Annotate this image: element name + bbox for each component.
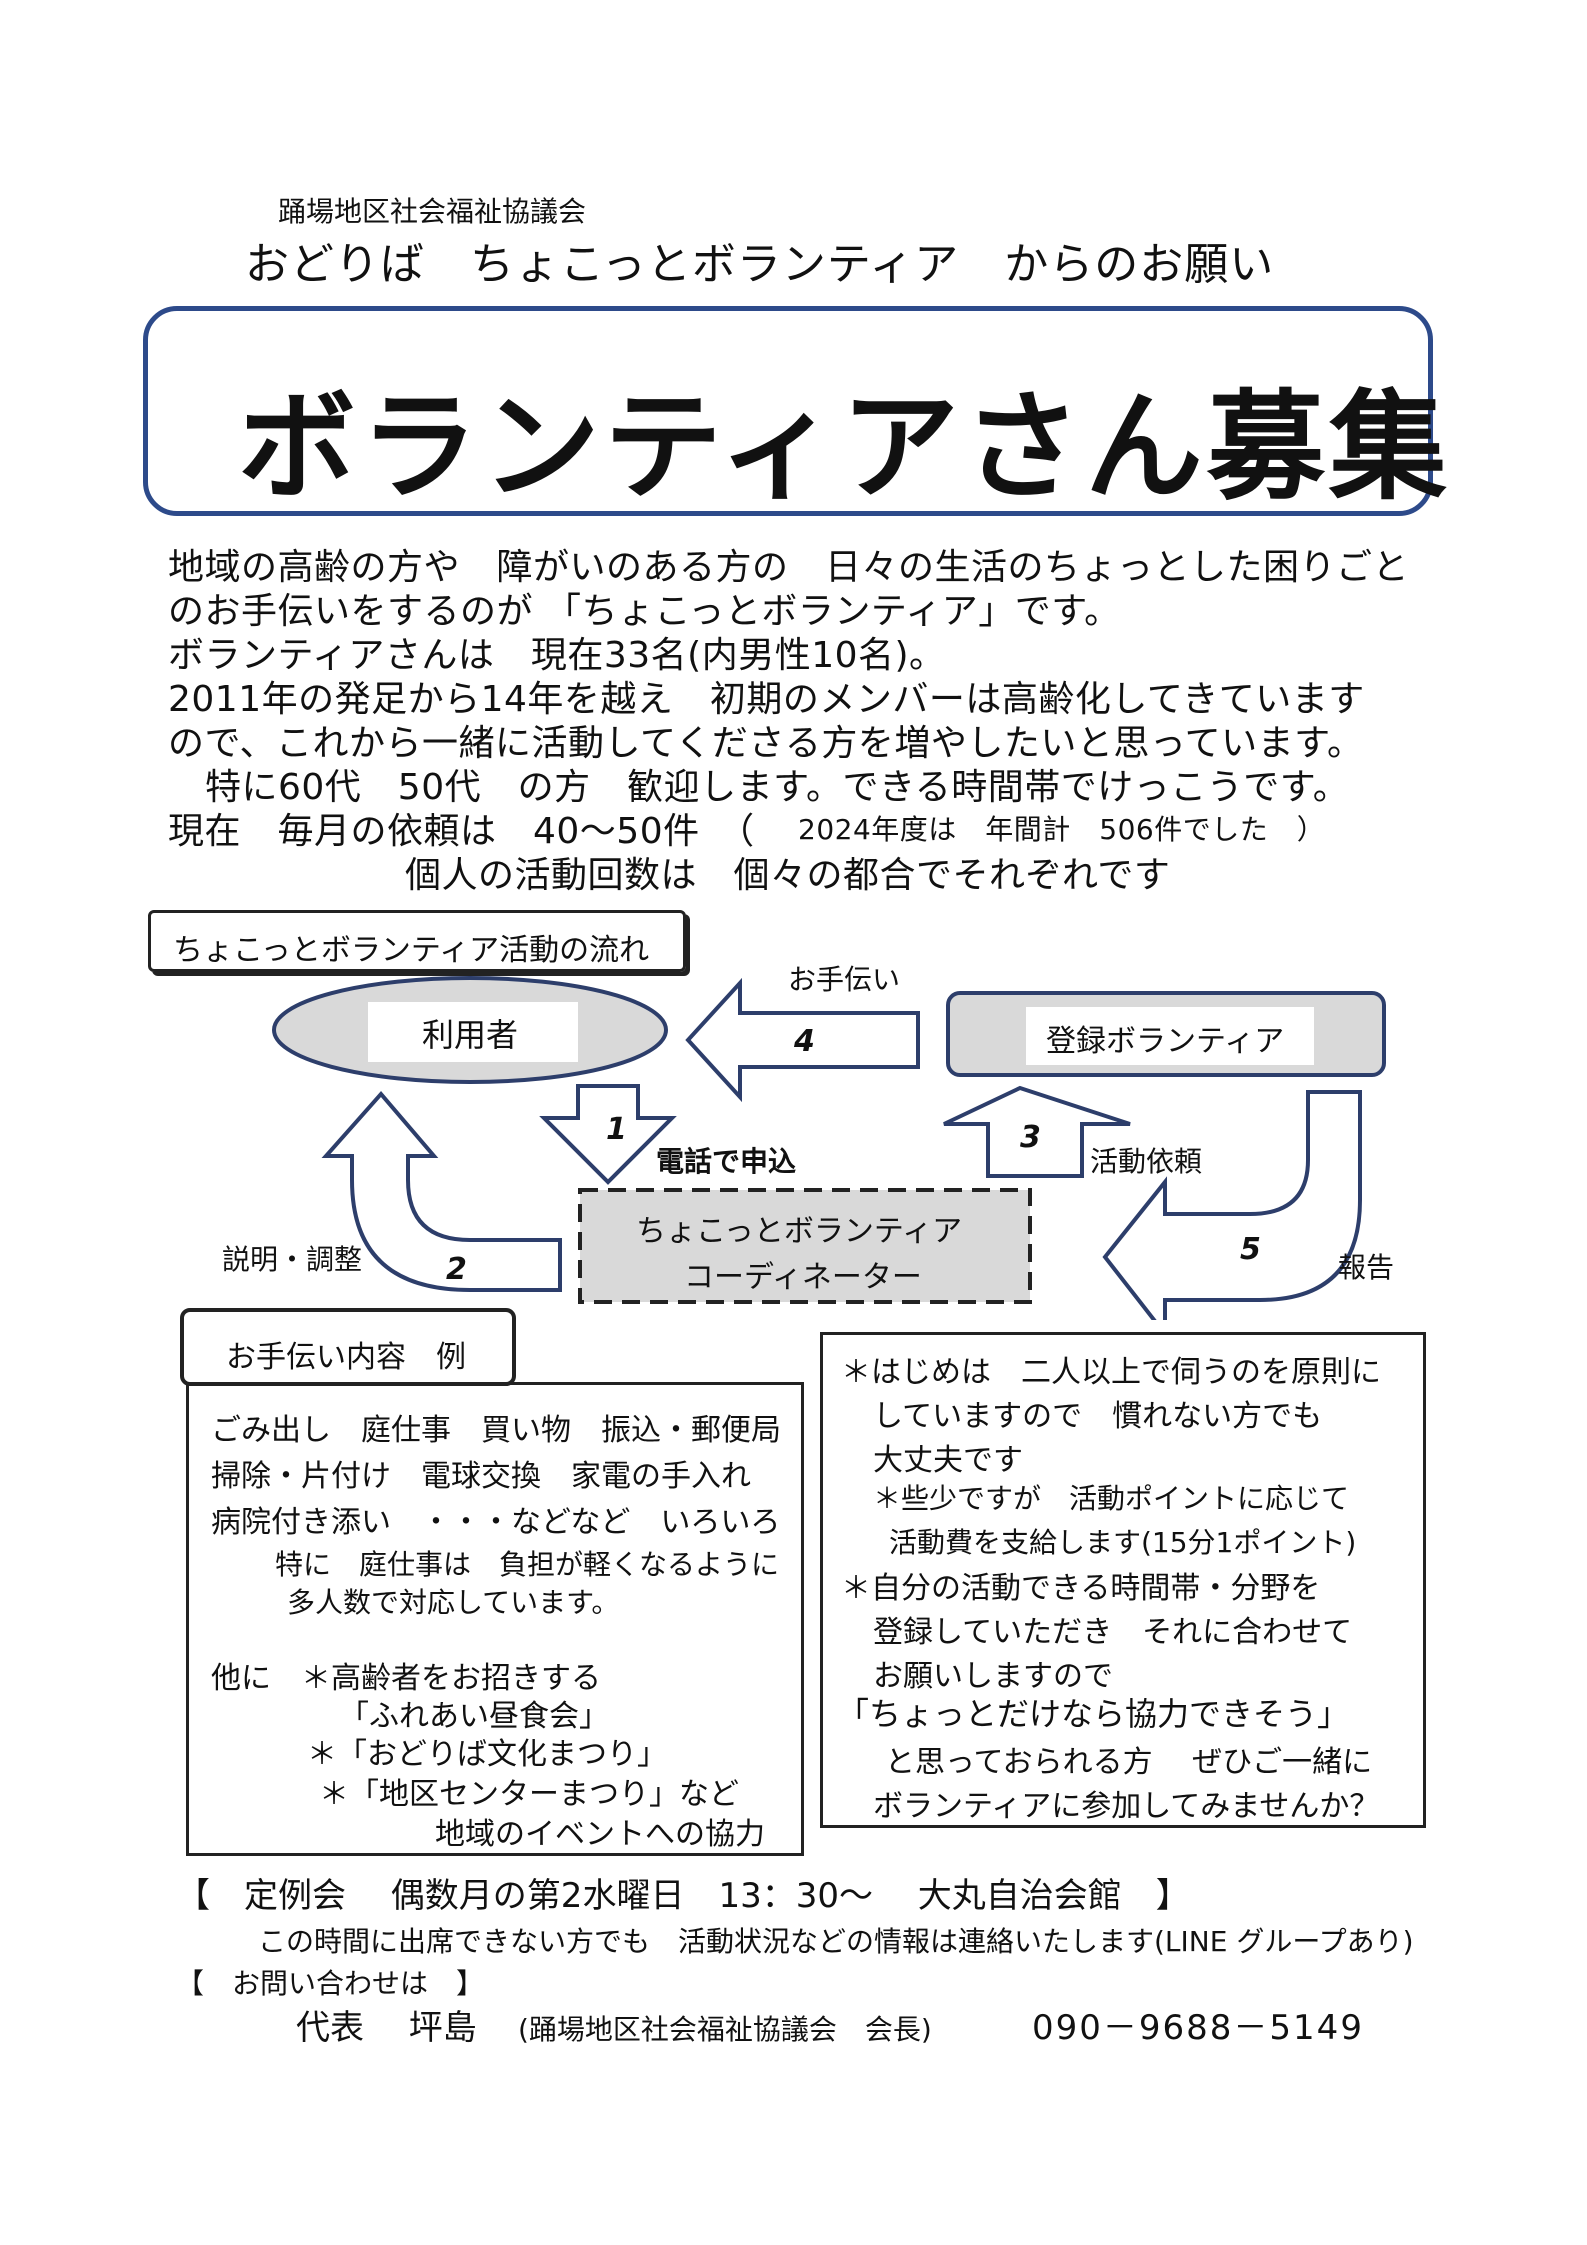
meeting-info: 【 定例会 偶数月の第2水曜日 13：30～ 大丸自治会館 】 [176,1876,1190,1916]
organization-name: 踊場地区社会福祉協議会 [278,195,587,228]
intro-line-2: のお手伝いをするのが 「ちょこっとボランティア」です。 [168,591,1121,632]
arrow-1 [539,1084,677,1185]
example-line-9: ＊「地区センターまつり」など [319,1777,739,1812]
coordinator-node [578,1188,1032,1304]
flow-label: ちょこっとボランティア活動の流れ [173,933,650,968]
note-line-6: ＊自分の活動できる時間帯・分野を [841,1571,1321,1606]
flow-label-box: ちょこっとボランティア活動の流れ [148,910,686,972]
step-3-number: 3 [1020,1120,1041,1155]
intro-line-1: 地域の高齢の方や 障がいのある方の 日々の生活のちょっとした困りごと [168,547,1410,588]
contact-phone: 090－9688－5149 [1032,2008,1364,2048]
example-line-2: 掃除・片付け 電球交換 家電の手入れ [211,1459,751,1494]
examples-box: ごみ出し 庭仕事 買い物 振込・郵便局 掃除・片付け 電球交換 家電の手入れ 病… [186,1382,804,1856]
flow-diagram [272,976,1386,1320]
page-title: ボランティアさん募集 [238,378,1451,516]
step-2-number: 2 [446,1252,467,1287]
example-line-6: 他に ＊高齢者をお招きする [211,1661,601,1696]
notes-box: ＊はじめは 二人以上で伺うのを原則に していますので 慣れない方でも 大丈夫です… [820,1332,1426,1828]
note-line-10: と思っておられる方 ぜひご一緒に [885,1745,1373,1780]
user-label-bg [368,1002,578,1062]
step-4-label: お手伝い [788,963,901,996]
arrow-4 [685,977,920,1103]
step-5-label: 報告 [1338,1251,1395,1284]
example-line-5: 多人数で対応しています。 [287,1586,620,1619]
step-4-number: 4 [794,1024,815,1059]
intro-line-6: 特に60代 50代 の方 歓迎します。できる時間帯でけっこうです。 [205,767,1350,808]
arrow-5 [1102,1090,1362,1320]
volunteer-label: 登録ボランティア [1046,1024,1285,1059]
contact-heading: 【 お問い合わせは 】 [176,1967,485,2000]
contact-name: 代表 坪島 [296,2008,477,2048]
step-2-label: 説明・調整 [222,1243,363,1276]
coordinator-label-1: ちょこっとボランティア [636,1214,963,1249]
example-line-10: 地域のイベントへの協力 [435,1817,765,1852]
note-line-5: 活動費を支給します(15分1ポイント) [889,1526,1357,1559]
intro-line-3: ボランティアさんは 現在33名(内男性10名)。 [168,635,946,676]
examples-heading: お手伝い内容 例 [226,1340,466,1375]
examples-heading-box: お手伝い内容 例 [180,1308,516,1386]
note-line-3: 大丈夫です [873,1443,1023,1478]
intro-line-7: 現在 毎月の依頼は 40～50件 （ [168,811,755,852]
arrow-3 [943,1085,1131,1178]
title-box: ボランティアさん募集 [143,306,1447,516]
example-line-7: 「ふれあい昼食会」 [339,1699,609,1734]
step-1-label: 電話で申込 [656,1145,797,1178]
note-line-7: 登録していただき それに合わせて [873,1615,1353,1650]
note-line-4: ＊些少ですが 活動ポイントに応じて [873,1482,1350,1515]
example-line-4: 特に 庭仕事は 負担が軽くなるように [275,1548,780,1581]
step-1-number: 1 [606,1112,627,1147]
step-3-label: 活動依頼 [1090,1145,1203,1178]
note-line-11: ボランティアに参加してみませんか？ [873,1789,1380,1824]
user-label: 利用者 [422,1016,519,1054]
note-line-9: 「ちょっとだけなら協力できそう」 [837,1695,1350,1733]
page-subtitle: おどりば ちょこっとボランティア からのお願い [245,239,1275,290]
example-line-3: 病院付き添い ・・・などなど いろいろ [211,1505,781,1540]
note-line-2: していますので 慣れない方でも [873,1399,1323,1434]
intro-line-8: 個人の活動回数は 個々の都合でそれぞれです [405,855,1171,896]
example-line-8: ＊「おどりば文化まつり」 [307,1737,667,1772]
step-5-number: 5 [1240,1232,1261,1267]
arrow-2 [321,1090,562,1292]
contact-role: (踊場地区社会福祉協議会 会長) [518,2013,932,2046]
intro-line-5: ので、これから一緒に活動してくださる方を増やしたいと思っています。 [168,723,1364,764]
note-line-8: お願いしますので [873,1659,1113,1694]
volunteer-label-bg [1026,1007,1314,1065]
meeting-note: この時間に出席できない方でも 活動状況などの情報は連絡いたします(LINE グル… [258,1925,1414,1958]
note-line-1: ＊はじめは 二人以上で伺うのを原則に [841,1355,1381,1390]
coordinator-label-2: コーディネーター [684,1260,922,1295]
intro-line-7b: 2024年度は 年間計 506件でした ） [798,813,1326,846]
example-line-1: ごみ出し 庭仕事 買い物 振込・郵便局 [211,1413,781,1448]
intro-line-4: 2011年の発足から14年を越え 初期のメンバーは高齢化してきています [168,679,1365,720]
